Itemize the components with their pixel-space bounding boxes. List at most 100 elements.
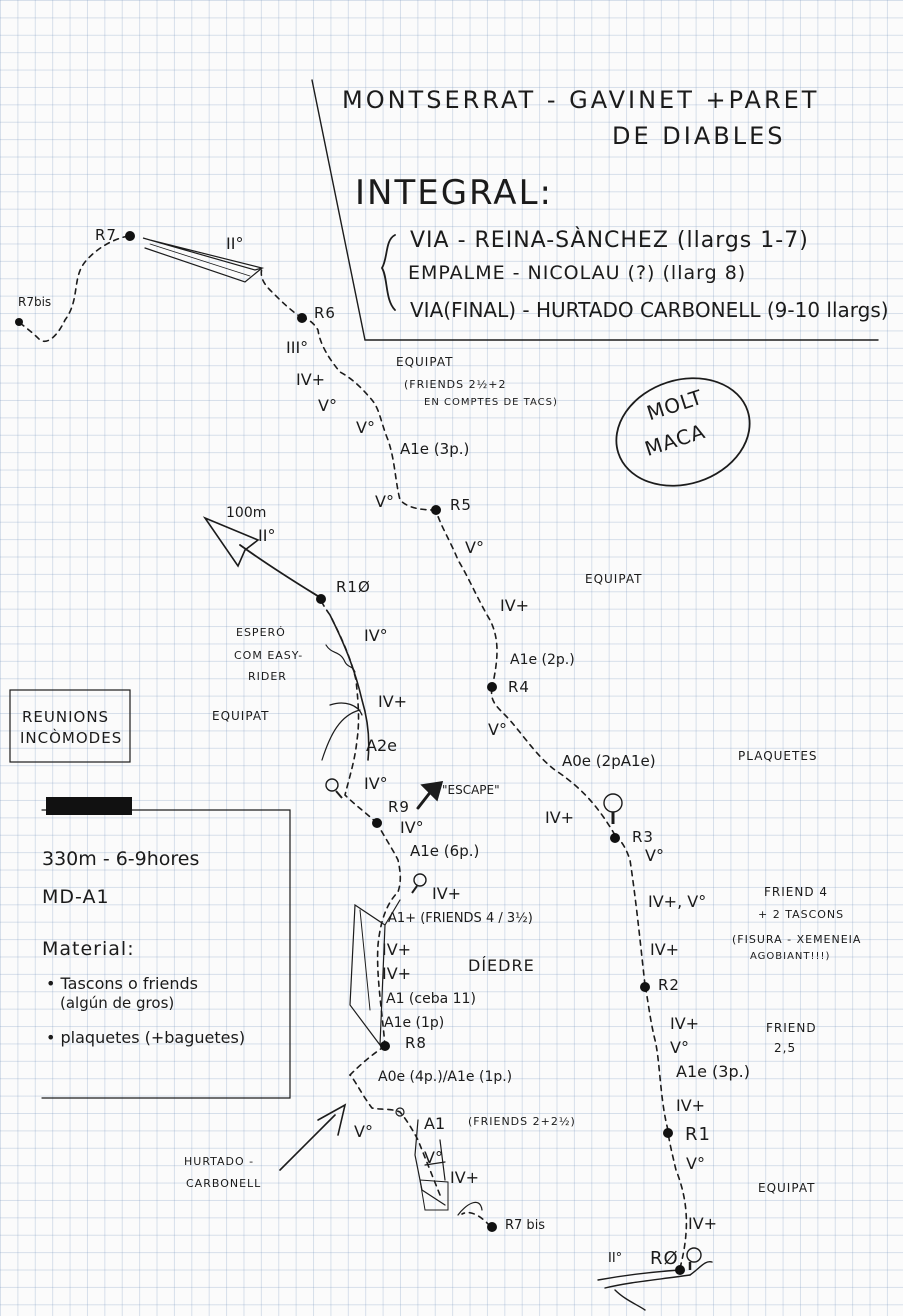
reunions-line-1: REUNIONS	[22, 708, 110, 726]
belay-dot-r3	[610, 833, 620, 843]
note-espero-2: COM EASY-	[234, 649, 304, 662]
grade-r4-a: V°	[488, 720, 507, 739]
belay-label-r9: R9	[388, 798, 410, 816]
grade-r8-e: IV+	[382, 940, 412, 959]
grade-r9-b: IV°	[400, 818, 424, 837]
reunions-frame	[9, 689, 131, 763]
r7-ledge-underside	[144, 247, 263, 283]
diedre-inner	[359, 909, 371, 1011]
start-ground-3	[614, 1289, 646, 1311]
belay-label-r3: R3	[632, 828, 654, 846]
grade-r3-b: IV+	[545, 808, 575, 827]
info-length-time: 330m - 6-9hores	[42, 848, 200, 870]
belay-dot-r9	[372, 818, 382, 828]
roof-line	[321, 709, 361, 761]
belay-label-r10: R1Ø	[336, 578, 371, 596]
note-plaquetes: PLAQUETES	[738, 749, 818, 763]
grade-r9-a: A1e (6p.)	[410, 842, 480, 860]
belay-dot-r7	[125, 231, 135, 241]
grade-r5-c: A1e (3p.)	[400, 440, 470, 458]
belay-dot-r7bis-bottom	[487, 1222, 497, 1232]
r7bis-hook	[457, 1201, 483, 1216]
hurtado-arrow-shaft	[279, 1114, 336, 1171]
grade-r10: IV°	[364, 626, 388, 645]
arrow-100m-shaft	[239, 544, 322, 599]
note-espero-3: RIDER	[248, 670, 287, 683]
grade-r6-a: V°	[318, 396, 337, 415]
grade-r3-a: V°	[645, 846, 664, 865]
belay-label-r4: R4	[508, 678, 530, 696]
belay-dot-r6	[297, 313, 307, 323]
grade-start-r0: II°	[608, 1251, 623, 1266]
note-equipat-3: EQUIPAT	[212, 709, 270, 723]
belay-dot-r0	[675, 1265, 685, 1275]
grade-r9-c: IV°	[364, 774, 388, 793]
belay-label-r7bis-bottom: R7 bis	[505, 1218, 546, 1233]
r7-ledge-hatch	[149, 243, 251, 277]
hurtado-arrow-head	[317, 1103, 347, 1136]
integral-heading: INTEGRAL:	[355, 173, 553, 213]
grade-r8-g: IV+	[432, 884, 462, 903]
chimney-ledge	[424, 1161, 446, 1166]
grade-r1-a: IV+	[676, 1096, 706, 1115]
note-friends-1: (FRIENDS 2½+2	[404, 378, 507, 391]
grade-r5-a: V°	[465, 538, 484, 557]
tree-icon-r9	[325, 778, 343, 799]
note-diedre: DÍEDRE	[468, 956, 535, 975]
note-friend4-4: AGOBIANT!!!)	[750, 951, 831, 962]
note-friend4-3: (FISURA - XEMENEIA	[732, 933, 862, 946]
tree-icon-r0	[686, 1247, 702, 1270]
route-1: VIA - REINA-SÀNCHEZ (llargs 1-7)	[410, 228, 809, 253]
belay-dot-r5	[431, 505, 441, 515]
grade-arrow: II°	[258, 526, 276, 545]
note-equipat-1: EQUIPAT	[396, 355, 454, 369]
info-frame	[41, 809, 291, 1099]
espero-edge	[329, 614, 370, 761]
belay-dot-r2	[640, 982, 650, 992]
belay-label-r0: RØ	[650, 1248, 679, 1269]
note-equipat-2: EQUIPAT	[585, 572, 643, 586]
note-friend25-1: FRIEND	[766, 1021, 817, 1035]
chimney-left	[414, 1119, 446, 1206]
belay-label-r8: R8	[405, 1034, 427, 1052]
grade-r8-c: A1 (ceba 11)	[386, 991, 476, 1007]
note-friend4-1: FRIEND 4	[764, 885, 829, 899]
grade-r6-b: IV+	[296, 370, 326, 389]
tree-icon-r8	[411, 873, 427, 894]
grade-r7: II°	[226, 234, 244, 253]
grade-arrow-length: 100m	[226, 505, 267, 521]
grade-r4-c: IV+	[500, 596, 530, 615]
grade-hc-c: V°	[424, 1148, 443, 1167]
tree-icon-r3	[603, 793, 623, 824]
route-brace	[380, 234, 396, 311]
note-equipat-4: EQUIPAT	[758, 1181, 816, 1195]
note-hurtado-1: HURTADO -	[184, 1155, 255, 1168]
grade-r1-d: IV+	[670, 1014, 700, 1033]
info-item-1a: • Tascons o friends	[46, 974, 198, 993]
header-frame	[311, 79, 879, 341]
belay-dot-r1	[663, 1128, 673, 1138]
grade-r0-b: V°	[686, 1154, 705, 1173]
grade-r3-c: A0e (2pA1e)	[562, 752, 656, 770]
title-line-1: MONTSERRAT - GAVINET +PARET	[342, 86, 820, 114]
note-espero-1: ESPERÓ	[236, 626, 286, 639]
roof-line-2	[329, 702, 363, 716]
belay-dot-r10	[316, 594, 326, 604]
start-ground-1	[597, 1269, 681, 1281]
grade-r0-a: IV+	[688, 1214, 718, 1233]
hurtado-start-ring	[395, 1107, 405, 1117]
belay-label-r2: R2	[658, 976, 680, 994]
info-item-2: • plaquetes (+baguetes)	[46, 1028, 246, 1047]
start-ground-4	[689, 1261, 713, 1276]
start-ground-2	[604, 1274, 691, 1289]
diedre-outline	[349, 903, 386, 1047]
escape-arrow-head	[420, 781, 444, 802]
grade-hc-friends: (FRIENDS 2+2½)	[468, 1115, 576, 1128]
grade-hc-d: IV+	[450, 1168, 480, 1187]
route-3: VIA(FINAL) - HURTADO CARBONELL (9-10 lla…	[410, 298, 889, 322]
belay-label-r1: R1	[685, 1124, 711, 1145]
chimney-block	[419, 1179, 449, 1211]
note-friend4-2: + 2 TASCONS	[758, 908, 845, 921]
